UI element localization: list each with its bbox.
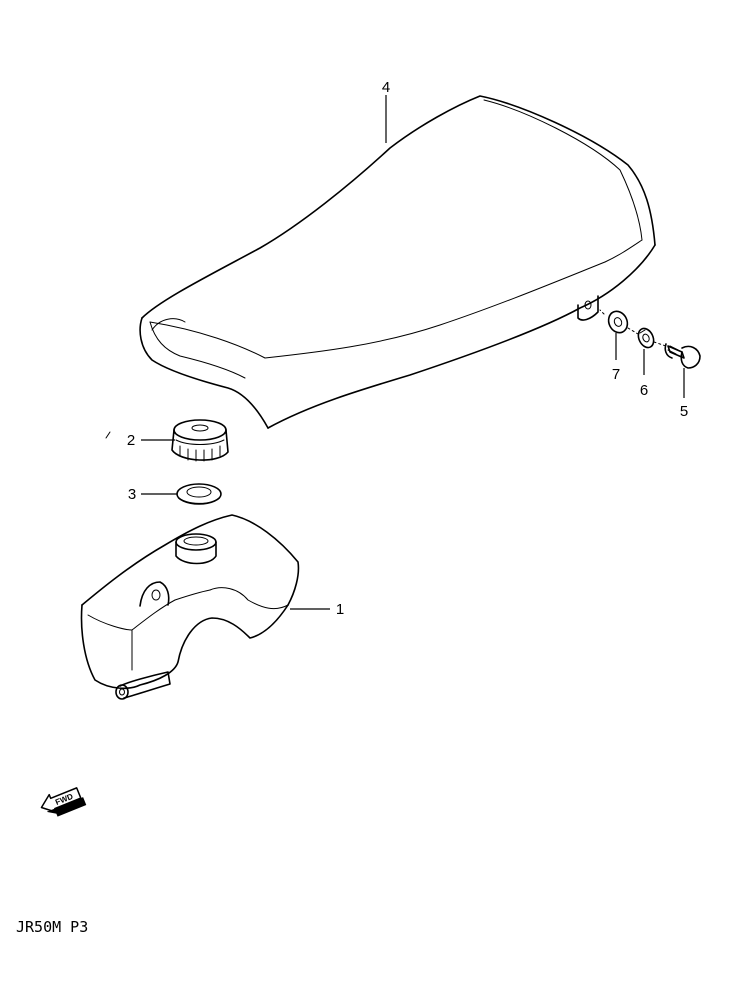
- callout-1: 1: [336, 601, 344, 618]
- seat-part: [139, 95, 656, 429]
- bolt-part: [664, 343, 701, 369]
- oil-tank-part: [80, 514, 300, 700]
- washer-part: [607, 310, 629, 334]
- callout-4: 4: [382, 79, 390, 96]
- callout-3: 3: [128, 486, 136, 503]
- callout-6: 6: [640, 382, 648, 399]
- callout-7: 7: [612, 366, 620, 383]
- callout-2: 2: [127, 432, 135, 449]
- gasket-part: [176, 483, 222, 505]
- lock-washer-part: [637, 327, 655, 349]
- tank-cap-part: [171, 419, 229, 462]
- fwd-arrow-icon: FWD: [40, 787, 87, 817]
- callout-5: 5: [680, 403, 688, 420]
- model-code: JR50M P3: [16, 918, 88, 936]
